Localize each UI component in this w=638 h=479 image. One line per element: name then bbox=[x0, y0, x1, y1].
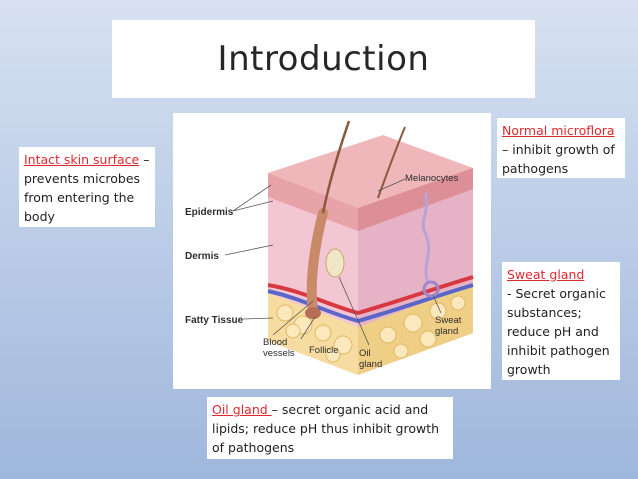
label-blood-vessels-line2: vessels bbox=[263, 348, 295, 359]
slide-title: Introduction bbox=[217, 39, 430, 79]
label-follicle: Follicle bbox=[309, 345, 339, 356]
epidermis-side bbox=[358, 168, 473, 231]
label-fatty-tissue: Fatty Tissue bbox=[185, 315, 244, 326]
label-oil-gland-line2: gland bbox=[359, 359, 382, 370]
note-oil-gland-text: – secret organic acid and lipids; reduce… bbox=[212, 402, 440, 455]
follicle-bulb bbox=[305, 307, 321, 319]
note-oil-gland: Oil gland – secret organic acid and lipi… bbox=[207, 397, 453, 459]
label-oil-gland-line1: Oil bbox=[359, 348, 371, 359]
skin-cross-section-illustration: Melanocytes Epidermis Dermis Fatty Tissu… bbox=[185, 120, 474, 375]
note-sweat-gland-highlight: Sweat gland bbox=[507, 267, 585, 282]
note-intact-skin-highlight: Intact skin surface bbox=[24, 152, 140, 167]
hair-shaft-2 bbox=[377, 126, 406, 199]
label-dermis: Dermis bbox=[185, 251, 219, 262]
hair-shaft bbox=[321, 120, 351, 214]
label-melanocytes: Melanocytes bbox=[405, 173, 459, 184]
skin-diagram: Melanocytes Epidermis Dermis Fatty Tissu… bbox=[173, 113, 491, 389]
sweat-gland-coil bbox=[422, 280, 440, 298]
skin-top-face bbox=[268, 135, 473, 208]
note-sweat-gland: Sweat gland - Secret organic substances;… bbox=[502, 262, 620, 380]
title-box: Introduction bbox=[112, 20, 535, 98]
note-normal-microflora: Normal microflora – inhibit growth of pa… bbox=[497, 118, 625, 178]
label-sweat-gland-line1: Sweat bbox=[435, 315, 462, 326]
label-blood-vessels-line1: Blood bbox=[263, 337, 287, 348]
note-sweat-gland-text: - Secret organic substances; reduce pH a… bbox=[507, 286, 610, 377]
note-normal-microflora-text: – inhibit growth of pathogens bbox=[502, 142, 615, 176]
note-normal-microflora-highlight: Normal microflora bbox=[502, 123, 615, 138]
label-epidermis: Epidermis bbox=[185, 207, 234, 218]
fat-cells bbox=[276, 295, 466, 363]
label-sweat-gland-line2: gland bbox=[435, 326, 458, 337]
oil-gland-shape bbox=[325, 248, 345, 278]
epidermis-layer bbox=[268, 173, 358, 231]
note-intact-skin: Intact skin surface – prevents microbes … bbox=[19, 147, 155, 227]
sweat-duct bbox=[421, 192, 431, 284]
pointer-lines bbox=[224, 178, 442, 346]
note-intact-skin-text: – prevents microbes from entering the bo… bbox=[24, 152, 150, 224]
note-oil-gland-highlight: Oil gland bbox=[212, 402, 272, 417]
